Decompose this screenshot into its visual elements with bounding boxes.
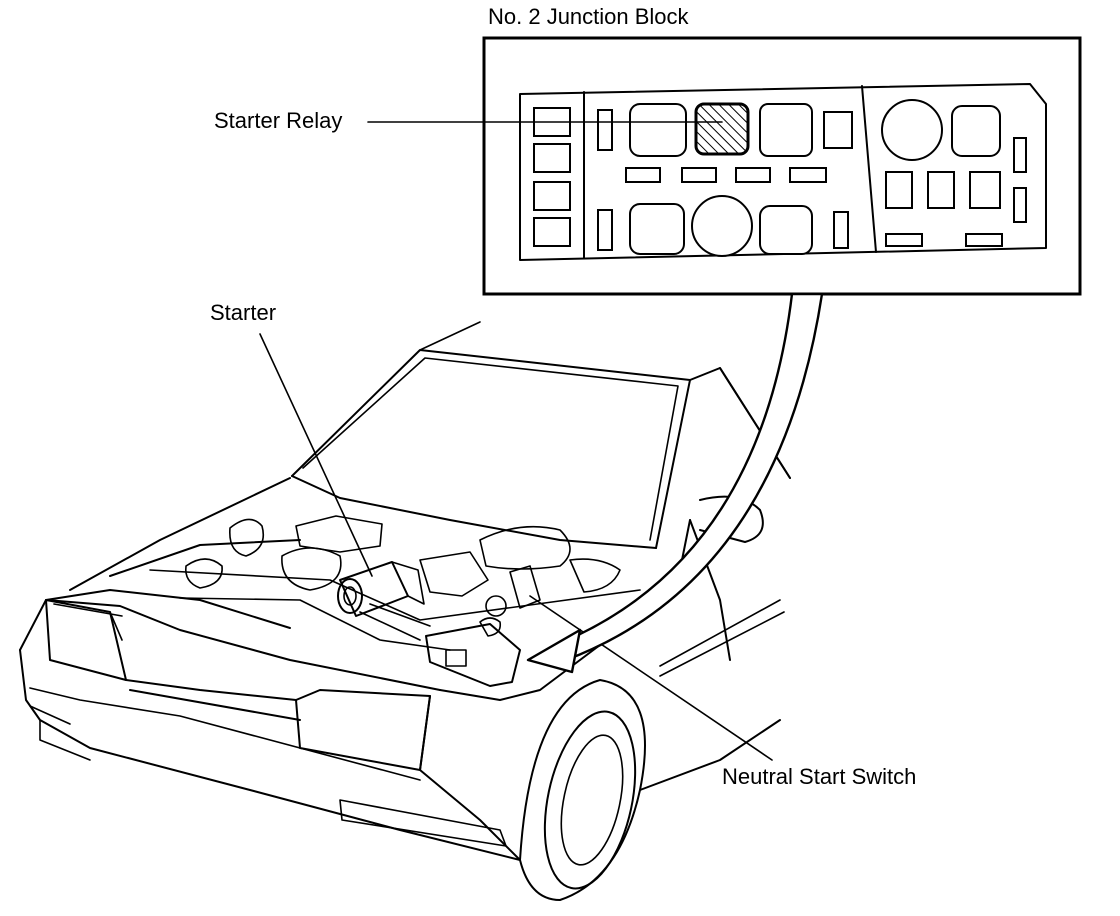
starter-relay-label: Starter Relay [214,108,342,133]
junction-block-label: No. 2 Junction Block [488,4,690,29]
neutral-start-switch-label: Neutral Start Switch [722,764,916,789]
starter-relay-slot [694,102,750,156]
callout-arrow [526,292,824,674]
car-illustration [19,321,791,901]
starter-motor [337,561,431,641]
leader-lines [259,121,773,761]
junction-block-inset [482,36,1082,296]
starter-label: Starter [210,300,276,325]
